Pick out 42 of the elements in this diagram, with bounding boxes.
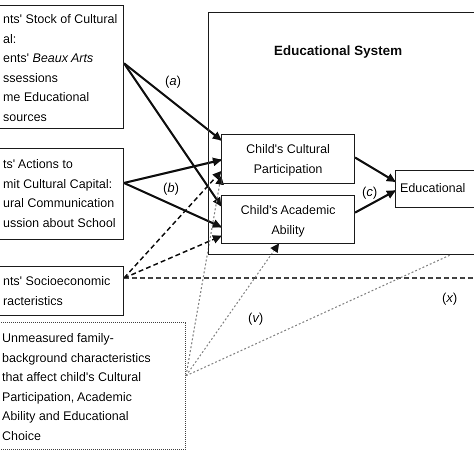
- concept-box: [0, 5, 124, 129]
- box-text: ents' Beaux Arts: [3, 50, 94, 67]
- arrow: [123, 62, 222, 207]
- box-text: ussion about School: [3, 214, 117, 232]
- path-label: (b): [163, 180, 179, 195]
- box-text: Educational: [400, 180, 466, 197]
- arrow: [123, 170, 222, 279]
- arrow: [124, 235, 222, 279]
- box-title: Educational System: [272, 42, 404, 60]
- box-text: al:: [3, 30, 18, 48]
- box-text: mit Cultural Capital:: [3, 176, 114, 193]
- dotted-line: [186, 254, 450, 376]
- concept-box: [221, 134, 355, 184]
- box-text: me Educational: [3, 89, 90, 106]
- concept-box: [0, 148, 124, 240]
- box-text: Child's Academic Ability: [240, 202, 336, 239]
- arrow: [124, 157, 222, 184]
- concept-box: [395, 170, 474, 208]
- dashed-line: [124, 277, 474, 279]
- arrow: [354, 156, 396, 182]
- dotted-box: [0, 322, 186, 450]
- path-label: (c): [362, 184, 378, 199]
- arrow: [124, 182, 222, 228]
- path-label: (a): [165, 73, 181, 88]
- arrow: [123, 62, 222, 141]
- concept-box: [0, 266, 124, 316]
- box-text: nts' Socioeconomic: [3, 273, 112, 290]
- box-text: Unmeasured family- background characteristics that affect child's Cultural Participation, Academic Ability and Educational Choice: [2, 330, 152, 444]
- box-text: Child's Cultural Participation: [245, 141, 331, 178]
- path-label: (v): [248, 310, 264, 325]
- box-text: ts' Actions to: [3, 156, 74, 173]
- box-text: sources: [3, 108, 48, 126]
- arrow: [354, 190, 396, 214]
- box-text: ural Communication: [3, 195, 116, 212]
- box-text: ssessions: [3, 70, 59, 86]
- path-label: (x): [442, 290, 458, 305]
- box-text: racteristics: [3, 292, 64, 310]
- arrow: [185, 176, 224, 376]
- box-text: nts' Stock of Cultural: [3, 11, 118, 28]
- concept-box: [221, 195, 355, 244]
- system-box: [208, 12, 474, 255]
- arrow: [186, 243, 280, 376]
